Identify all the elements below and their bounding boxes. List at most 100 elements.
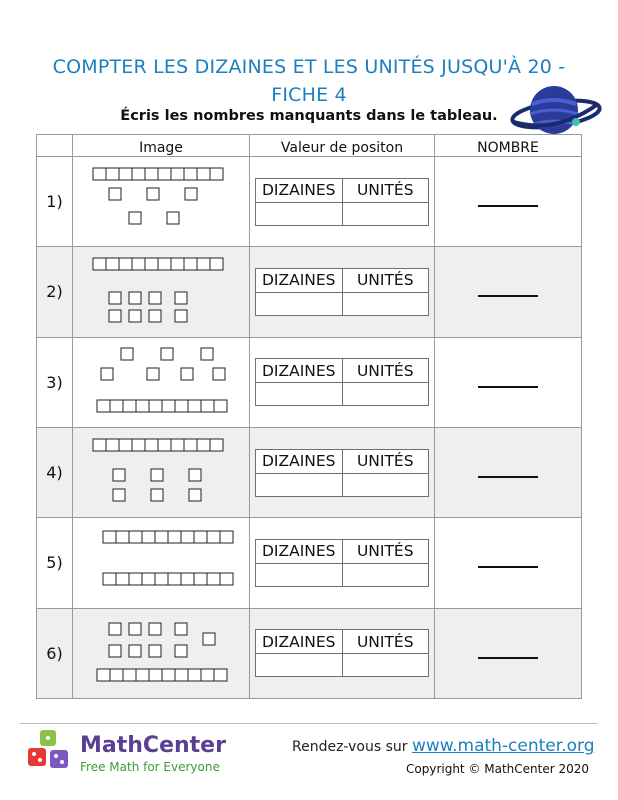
header-nombre: NOMBRE xyxy=(434,134,582,157)
dizaines-label: DIZAINES xyxy=(255,177,343,203)
unites-label: UNITÉS xyxy=(341,177,429,203)
dizaines-answer-box[interactable] xyxy=(255,472,343,497)
number-answer-line[interactable] xyxy=(478,472,538,479)
number-answer-cell xyxy=(434,607,582,700)
base-ten-blocks xyxy=(102,530,234,586)
unit-cube xyxy=(112,468,126,482)
row-number: 6) xyxy=(36,607,73,700)
base-ten-image xyxy=(72,336,250,428)
dizaines-answer-box[interactable] xyxy=(255,382,343,407)
footer-divider xyxy=(20,723,598,724)
unit-cube xyxy=(108,291,122,305)
dizaines-answer-box[interactable] xyxy=(255,562,343,587)
base-ten-image xyxy=(72,155,250,248)
unites-label: UNITÉS xyxy=(341,267,429,293)
row-number: 3) xyxy=(36,336,73,428)
unites-answer-box[interactable] xyxy=(341,382,429,407)
worksheet-table: Image Valeur de positon NOMBRE 1)DIZAINE… xyxy=(36,134,582,700)
dizaines-answer-box[interactable] xyxy=(255,653,343,678)
unites-answer-box[interactable] xyxy=(341,562,429,587)
unit-cube xyxy=(174,309,188,323)
unit-cube xyxy=(188,468,202,482)
unites-answer-box[interactable] xyxy=(341,291,429,316)
unit-cube xyxy=(146,187,160,201)
unit-cube xyxy=(180,367,194,381)
number-answer-line[interactable] xyxy=(478,382,538,388)
header-image: Image xyxy=(72,134,250,157)
unit-cube xyxy=(174,644,188,658)
unites-answer-box[interactable] xyxy=(341,653,429,678)
unites-label: UNITÉS xyxy=(341,448,429,474)
unit-cube xyxy=(148,644,162,658)
brand-tagline: Free Math for Everyone xyxy=(80,760,220,774)
unites-label: UNITÉS xyxy=(341,629,429,655)
base-ten-blocks xyxy=(96,622,228,682)
brand-name: MathCenter xyxy=(80,733,226,758)
base-ten-blocks xyxy=(92,257,224,323)
unit-cube xyxy=(112,488,126,502)
unit-cube xyxy=(160,347,174,361)
ten-rod xyxy=(92,167,224,181)
unit-cube xyxy=(212,367,226,381)
worksheet-title-line2: FICHE 4 xyxy=(271,84,347,106)
number-answer-cell xyxy=(434,426,582,519)
unit-cube xyxy=(166,211,180,225)
number-answer-line[interactable] xyxy=(478,562,538,569)
number-answer-cell xyxy=(434,155,582,248)
dizaines-answer-box[interactable] xyxy=(255,201,343,226)
header-place-value: Valeur de positon xyxy=(249,134,435,157)
unit-cube xyxy=(108,622,122,636)
instruction-text: Écris les nombres manquants dans le tabl… xyxy=(120,108,498,124)
unit-cube xyxy=(148,291,162,305)
dizaines-label: DIZAINES xyxy=(255,267,343,293)
website-link[interactable]: www.math-center.org xyxy=(411,736,595,756)
unit-cube xyxy=(128,309,142,323)
unit-cube xyxy=(108,187,122,201)
dizaines-label: DIZAINES xyxy=(255,538,343,564)
unit-cube xyxy=(100,367,114,381)
unit-cube xyxy=(150,488,164,502)
unit-cube xyxy=(150,468,164,482)
base-ten-blocks xyxy=(92,167,224,225)
unit-cube xyxy=(184,187,198,201)
unites-answer-box[interactable] xyxy=(341,472,429,497)
unit-cube xyxy=(188,488,202,502)
planet-icon xyxy=(510,86,602,134)
unites-answer-box[interactable] xyxy=(341,201,429,226)
ten-rod xyxy=(92,257,224,271)
unit-cube xyxy=(128,291,142,305)
unit-cube xyxy=(108,644,122,658)
dizaines-answer-box[interactable] xyxy=(255,291,343,316)
number-answer-line[interactable] xyxy=(478,653,538,659)
unit-cube xyxy=(128,644,142,658)
base-ten-blocks xyxy=(92,438,224,502)
base-ten-image xyxy=(72,426,250,519)
unit-cube xyxy=(202,632,216,646)
number-answer-cell xyxy=(434,517,582,609)
unites-label: UNITÉS xyxy=(341,538,429,564)
worksheet-title-line1: COMPTER LES DIZAINES ET LES UNITÉS JUSQU… xyxy=(52,56,566,78)
unit-cube xyxy=(120,347,134,361)
unit-cube xyxy=(200,347,214,361)
visit-line: Rendez-vous sur www.math-center.org xyxy=(292,736,594,756)
ten-rod xyxy=(96,399,228,413)
visit-prefix: Rendez-vous sur xyxy=(292,739,408,755)
number-answer-line[interactable] xyxy=(478,201,538,208)
number-answer-line[interactable] xyxy=(478,291,538,298)
base-ten-image xyxy=(72,607,250,700)
base-ten-blocks xyxy=(96,347,228,413)
unites-label: UNITÉS xyxy=(341,358,429,384)
